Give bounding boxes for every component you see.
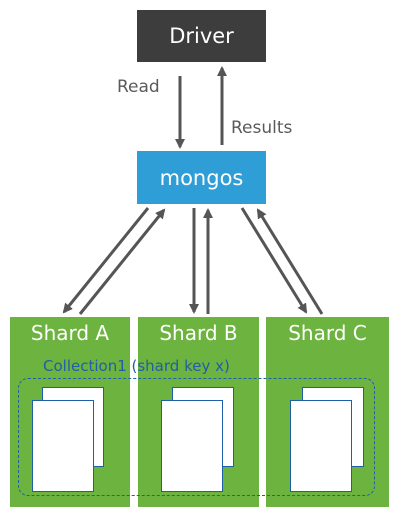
read-label: Read xyxy=(117,77,160,97)
shard-b-label: Shard B xyxy=(159,321,238,345)
shard-c-to-mongos-arrow xyxy=(256,208,324,315)
driver-label: Driver xyxy=(169,24,234,48)
driver-node: Driver xyxy=(137,10,266,62)
collection-boundary xyxy=(18,378,375,496)
collection-label: Collection1 (shard key x) xyxy=(43,357,230,375)
document-icon xyxy=(290,400,352,492)
shard-a-to-mongos-arrow xyxy=(78,208,166,315)
document-icon xyxy=(32,400,94,492)
results-label: Results xyxy=(231,118,293,138)
shard-a-label: Shard A xyxy=(30,321,110,345)
mongos-node: mongos xyxy=(137,151,266,204)
shard-c-label: Shard C xyxy=(288,321,367,345)
mongos-to-shard-c-arrow xyxy=(240,207,308,314)
mongos-label: mongos xyxy=(159,165,244,190)
document-icon xyxy=(161,400,223,492)
mongos-to-shard-a-arrow xyxy=(62,207,150,314)
